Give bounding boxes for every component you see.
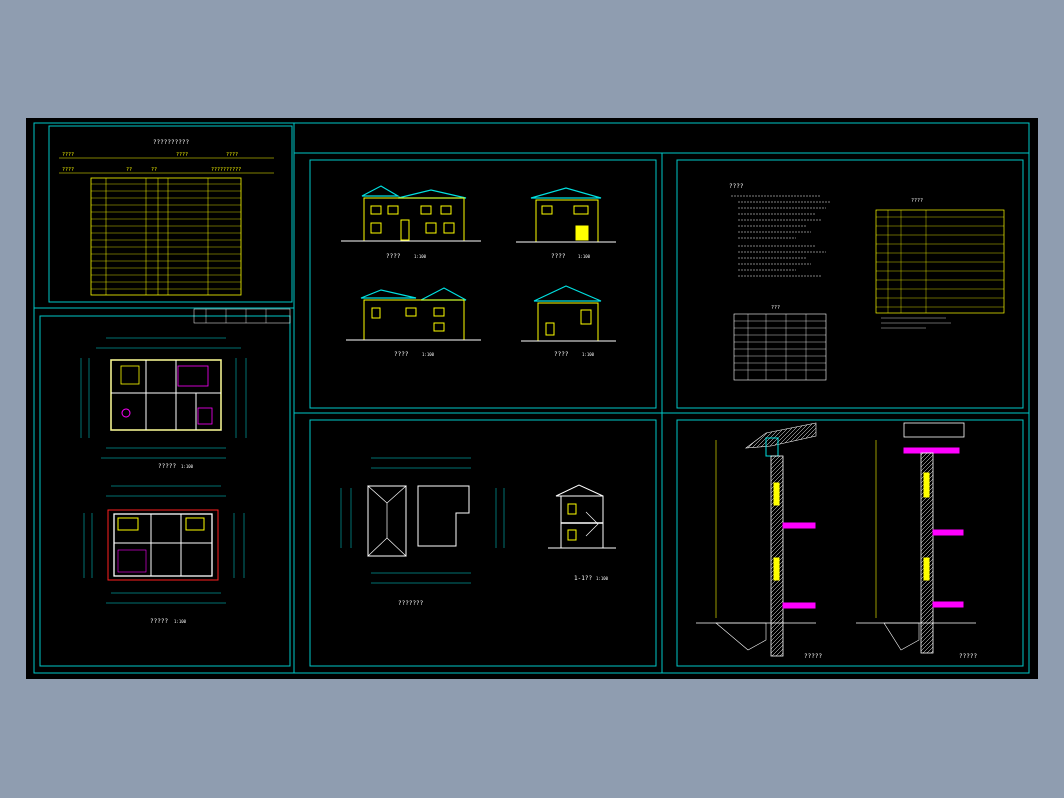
small-table-title: ??? [771, 305, 780, 311]
index-title: ?????????? [153, 139, 190, 146]
sheet-elevations: ???? 1:100 ???? 1:100 ???? 1:100 [309, 159, 657, 409]
svg-text:??: ?? [126, 167, 132, 173]
wall-section-1-caption: ????? [804, 653, 822, 660]
sheet-roof-plan-section: ??????? 1-1?? 1:100 [309, 419, 657, 667]
door-table-title: ???? [911, 198, 923, 204]
outer-frame [33, 122, 1030, 674]
door-schedule-table [875, 209, 1005, 314]
side-elevation-left: ???? 1:100 [521, 285, 616, 358]
building-section: 1-1?? 1:100 [548, 484, 616, 582]
sheet-design-notes: ???? ??? ???? [676, 159, 1024, 409]
ground-floor-plan: ????? 1:100 [80, 337, 247, 470]
roof-plan: ??????? [340, 457, 505, 607]
cad-drawing-canvas: ?????????? ???? ???? ???? ???? ?? ?? ???… [26, 118, 1038, 679]
plan-1-scale: 1:100 [181, 464, 194, 469]
svg-text:????: ???? [176, 152, 188, 158]
section-scale: 1:100 [596, 576, 609, 581]
elevation-3-scale: 1:100 [422, 352, 435, 357]
wall-section-2-caption: ????? [959, 653, 977, 660]
svg-text:????: ???? [62, 152, 74, 158]
wall-section-detail-2: ????? [856, 422, 977, 660]
plan-2-scale: 1:100 [174, 619, 187, 624]
sheet-floor-plans: ????? 1:100 ????? 1:100 [39, 308, 291, 667]
notes-title: ???? [729, 183, 744, 190]
small-schedule-table [733, 313, 827, 381]
plan-2-caption: ????? [150, 618, 168, 625]
roof-plan-caption: ??????? [398, 600, 424, 607]
sheet-drawing-index: ?????????? ???? ???? ???? ???? ?? ?? ???… [48, 125, 293, 303]
index-table [90, 177, 242, 296]
elevation-1-caption: ???? [386, 253, 401, 260]
plan-1-caption: ????? [158, 463, 176, 470]
elevation-4-scale: 1:100 [582, 352, 595, 357]
wall-section-detail-1: ????? [696, 422, 822, 660]
svg-text:????: ???? [62, 167, 74, 173]
sheet-wall-sections: ????? ????? [676, 419, 1024, 667]
elevation-3-caption: ???? [394, 351, 409, 358]
front-elevation: ???? 1:100 [341, 185, 481, 260]
side-elevation-right: ???? 1:100 [516, 187, 616, 260]
elevation-4-caption: ???? [554, 351, 569, 358]
upper-floor-plan: ????? 1:100 [83, 485, 245, 625]
elevation-2-scale: 1:100 [578, 254, 591, 259]
cad-sheet-layout: ?????????? ???? ???? ???? ???? ?? ?? ???… [33, 122, 1030, 674]
elevation-1-scale: 1:100 [414, 254, 427, 259]
svg-text:??: ?? [151, 167, 157, 173]
elevation-2-caption: ???? [551, 253, 566, 260]
rear-elevation: ???? 1:100 [346, 287, 481, 358]
section-caption: 1-1?? [574, 575, 592, 582]
svg-text:??????????: ?????????? [211, 167, 241, 173]
svg-text:????: ???? [226, 152, 238, 158]
